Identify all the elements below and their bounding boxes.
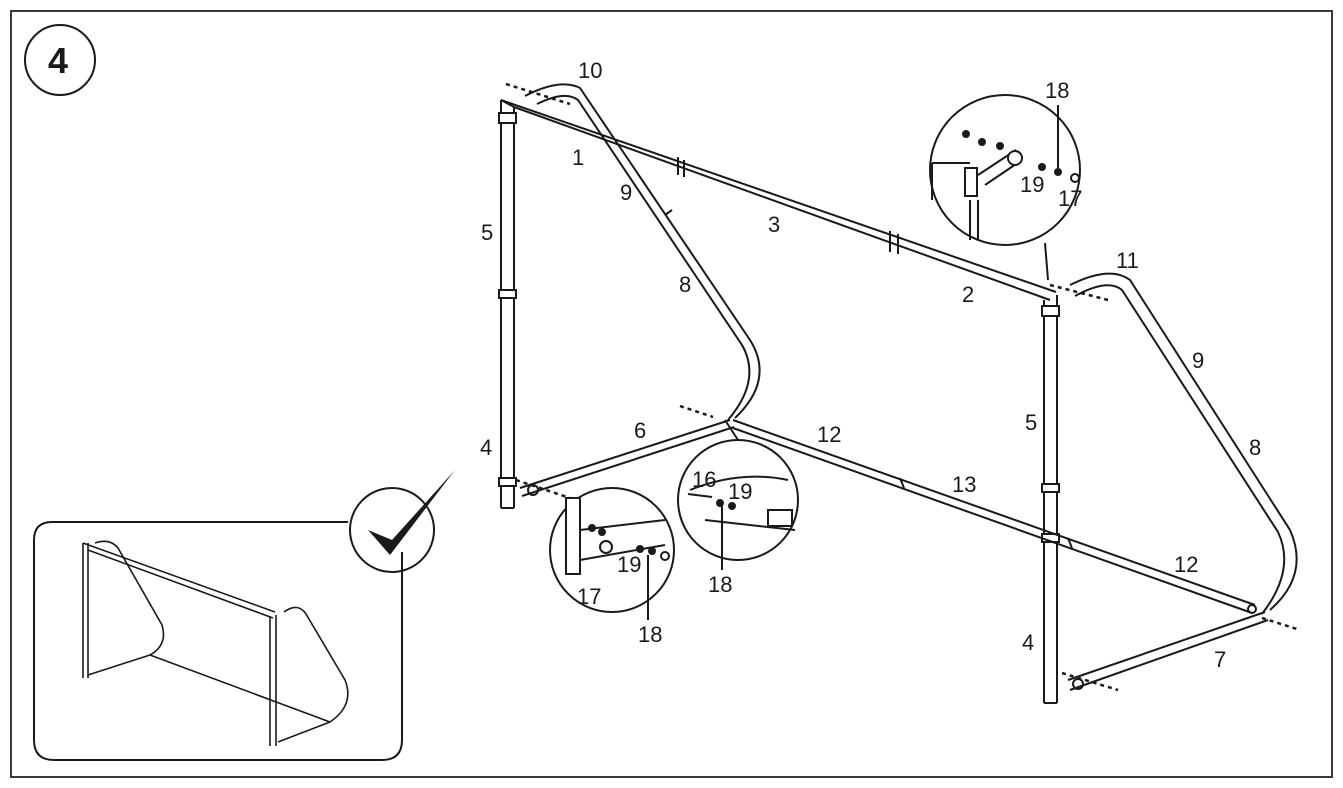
- label-part-3: 3: [768, 212, 780, 237]
- label-part-10: 10: [578, 58, 602, 83]
- label-part-6: 6: [634, 418, 646, 443]
- back-ground-bar: [732, 419, 1257, 614]
- callout-left-19: 19: [617, 552, 641, 577]
- right-back-support: [1069, 272, 1298, 615]
- step-badge: [24, 24, 96, 96]
- label-part-12-mid: 12: [817, 422, 841, 447]
- callout-top-19: 19: [1020, 172, 1044, 197]
- checkmark-icon: [368, 470, 455, 555]
- diagram-frame: [10, 10, 1333, 778]
- label-part-11: 11: [1116, 248, 1139, 273]
- label-part-4-right: 4: [1022, 630, 1034, 655]
- label-part-5-right: 5: [1025, 410, 1037, 435]
- callout-bottom-middle: [677, 419, 799, 570]
- inset-goal: [82, 540, 349, 746]
- callout-mid-19: 19: [728, 479, 752, 504]
- label-part-9-left: 9: [620, 180, 632, 205]
- label-part-2: 2: [962, 282, 974, 307]
- left-back-support: [524, 83, 761, 421]
- callout-left-17: 17: [577, 584, 601, 609]
- callout-left-18: 18: [638, 622, 662, 647]
- label-part-7: 7: [1214, 647, 1226, 672]
- label-part-9-right: 9: [1192, 348, 1204, 373]
- left-post: [498, 100, 517, 509]
- label-part-4-left: 4: [480, 435, 492, 460]
- label-part-8-right: 8: [1249, 435, 1261, 460]
- callout-bottom-left: [549, 487, 675, 620]
- crossbar: [500, 99, 1057, 301]
- right-ground-bar: [1067, 611, 1269, 691]
- step-number: 4: [48, 40, 68, 81]
- bolts: [505, 82, 1301, 692]
- label-part-13: 13: [952, 472, 976, 497]
- label-part-8-left: 8: [679, 272, 691, 297]
- inset-box: [33, 487, 435, 761]
- callout-top-17: 17: [1058, 186, 1082, 211]
- label-part-1: 1: [572, 145, 584, 170]
- callout-mid-16: 16: [692, 467, 716, 492]
- callout-top-18: 18: [1045, 78, 1069, 103]
- callout-top-right: [929, 94, 1081, 281]
- callout-mid-18: 18: [708, 572, 732, 597]
- label-part-5-left: 5: [481, 220, 493, 245]
- right-post: [1041, 295, 1060, 704]
- label-part-12-right: 12: [1174, 552, 1198, 577]
- checkmark-badge: [349, 487, 435, 573]
